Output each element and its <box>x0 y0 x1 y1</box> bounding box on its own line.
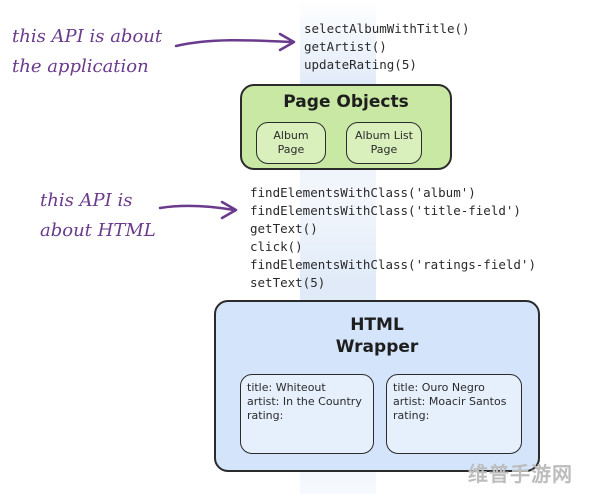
api-call: updateRating(5) <box>304 57 417 72</box>
annotation-application-api: this API is about the application <box>12 26 163 77</box>
album-title-field: title: Whiteout <box>247 381 326 394</box>
annotation-html-api: this API is about HTML <box>40 190 156 241</box>
album-artist-field: artist: In the Country <box>247 395 362 408</box>
album-list-page-label: Album List Page <box>355 129 413 156</box>
html-api-calls: findElementsWithClass('album') findEleme… <box>250 184 536 292</box>
api-call: setText(5) <box>250 275 326 290</box>
album-card-whiteout: title: Whiteout artist: In the Country r… <box>240 374 374 454</box>
album-title-field: title: Ouro Negro <box>393 381 485 394</box>
api-call: findElementsWithClass('title-field') <box>250 203 521 218</box>
album-page-box: Album Page <box>256 122 326 164</box>
page-objects-box: Page Objects Album Page Album List Page <box>240 84 452 170</box>
album-list-page-box: Album List Page <box>346 122 422 164</box>
album-rating-field: rating: <box>247 409 284 422</box>
api-call: getArtist() <box>304 39 387 54</box>
application-api-arrowhead <box>278 32 296 52</box>
album-page-label: Album Page <box>273 129 309 156</box>
html-wrapper-title: HTML Wrapper <box>216 314 538 358</box>
html-wrapper-title-line1: HTML <box>350 315 404 335</box>
api-call: findElementsWithClass('album') <box>250 185 476 200</box>
page-objects-title: Page Objects <box>283 92 409 112</box>
album-card-ouro-negro: title: Ouro Negro artist: Moacir Santos … <box>386 374 522 454</box>
html-api-arrowhead <box>220 200 238 220</box>
album-rating-field: rating: <box>393 409 430 422</box>
watermark: 维普手游网 <box>468 462 573 486</box>
album-artist-field: artist: Moacir Santos <box>393 395 507 408</box>
api-call: findElementsWithClass('ratings-field') <box>250 257 536 272</box>
html-api-arrow <box>158 204 236 212</box>
html-wrapper-title-line2: Wrapper <box>335 337 419 357</box>
api-call: click() <box>250 239 303 254</box>
application-api-arrow <box>174 38 294 48</box>
html-wrapper-box: HTML Wrapper title: Whiteout artist: In … <box>214 300 540 472</box>
page-object-api-calls: selectAlbumWithTitle() getArtist() updat… <box>304 20 470 74</box>
api-call: selectAlbumWithTitle() <box>304 21 470 36</box>
api-call: getText() <box>250 221 318 236</box>
